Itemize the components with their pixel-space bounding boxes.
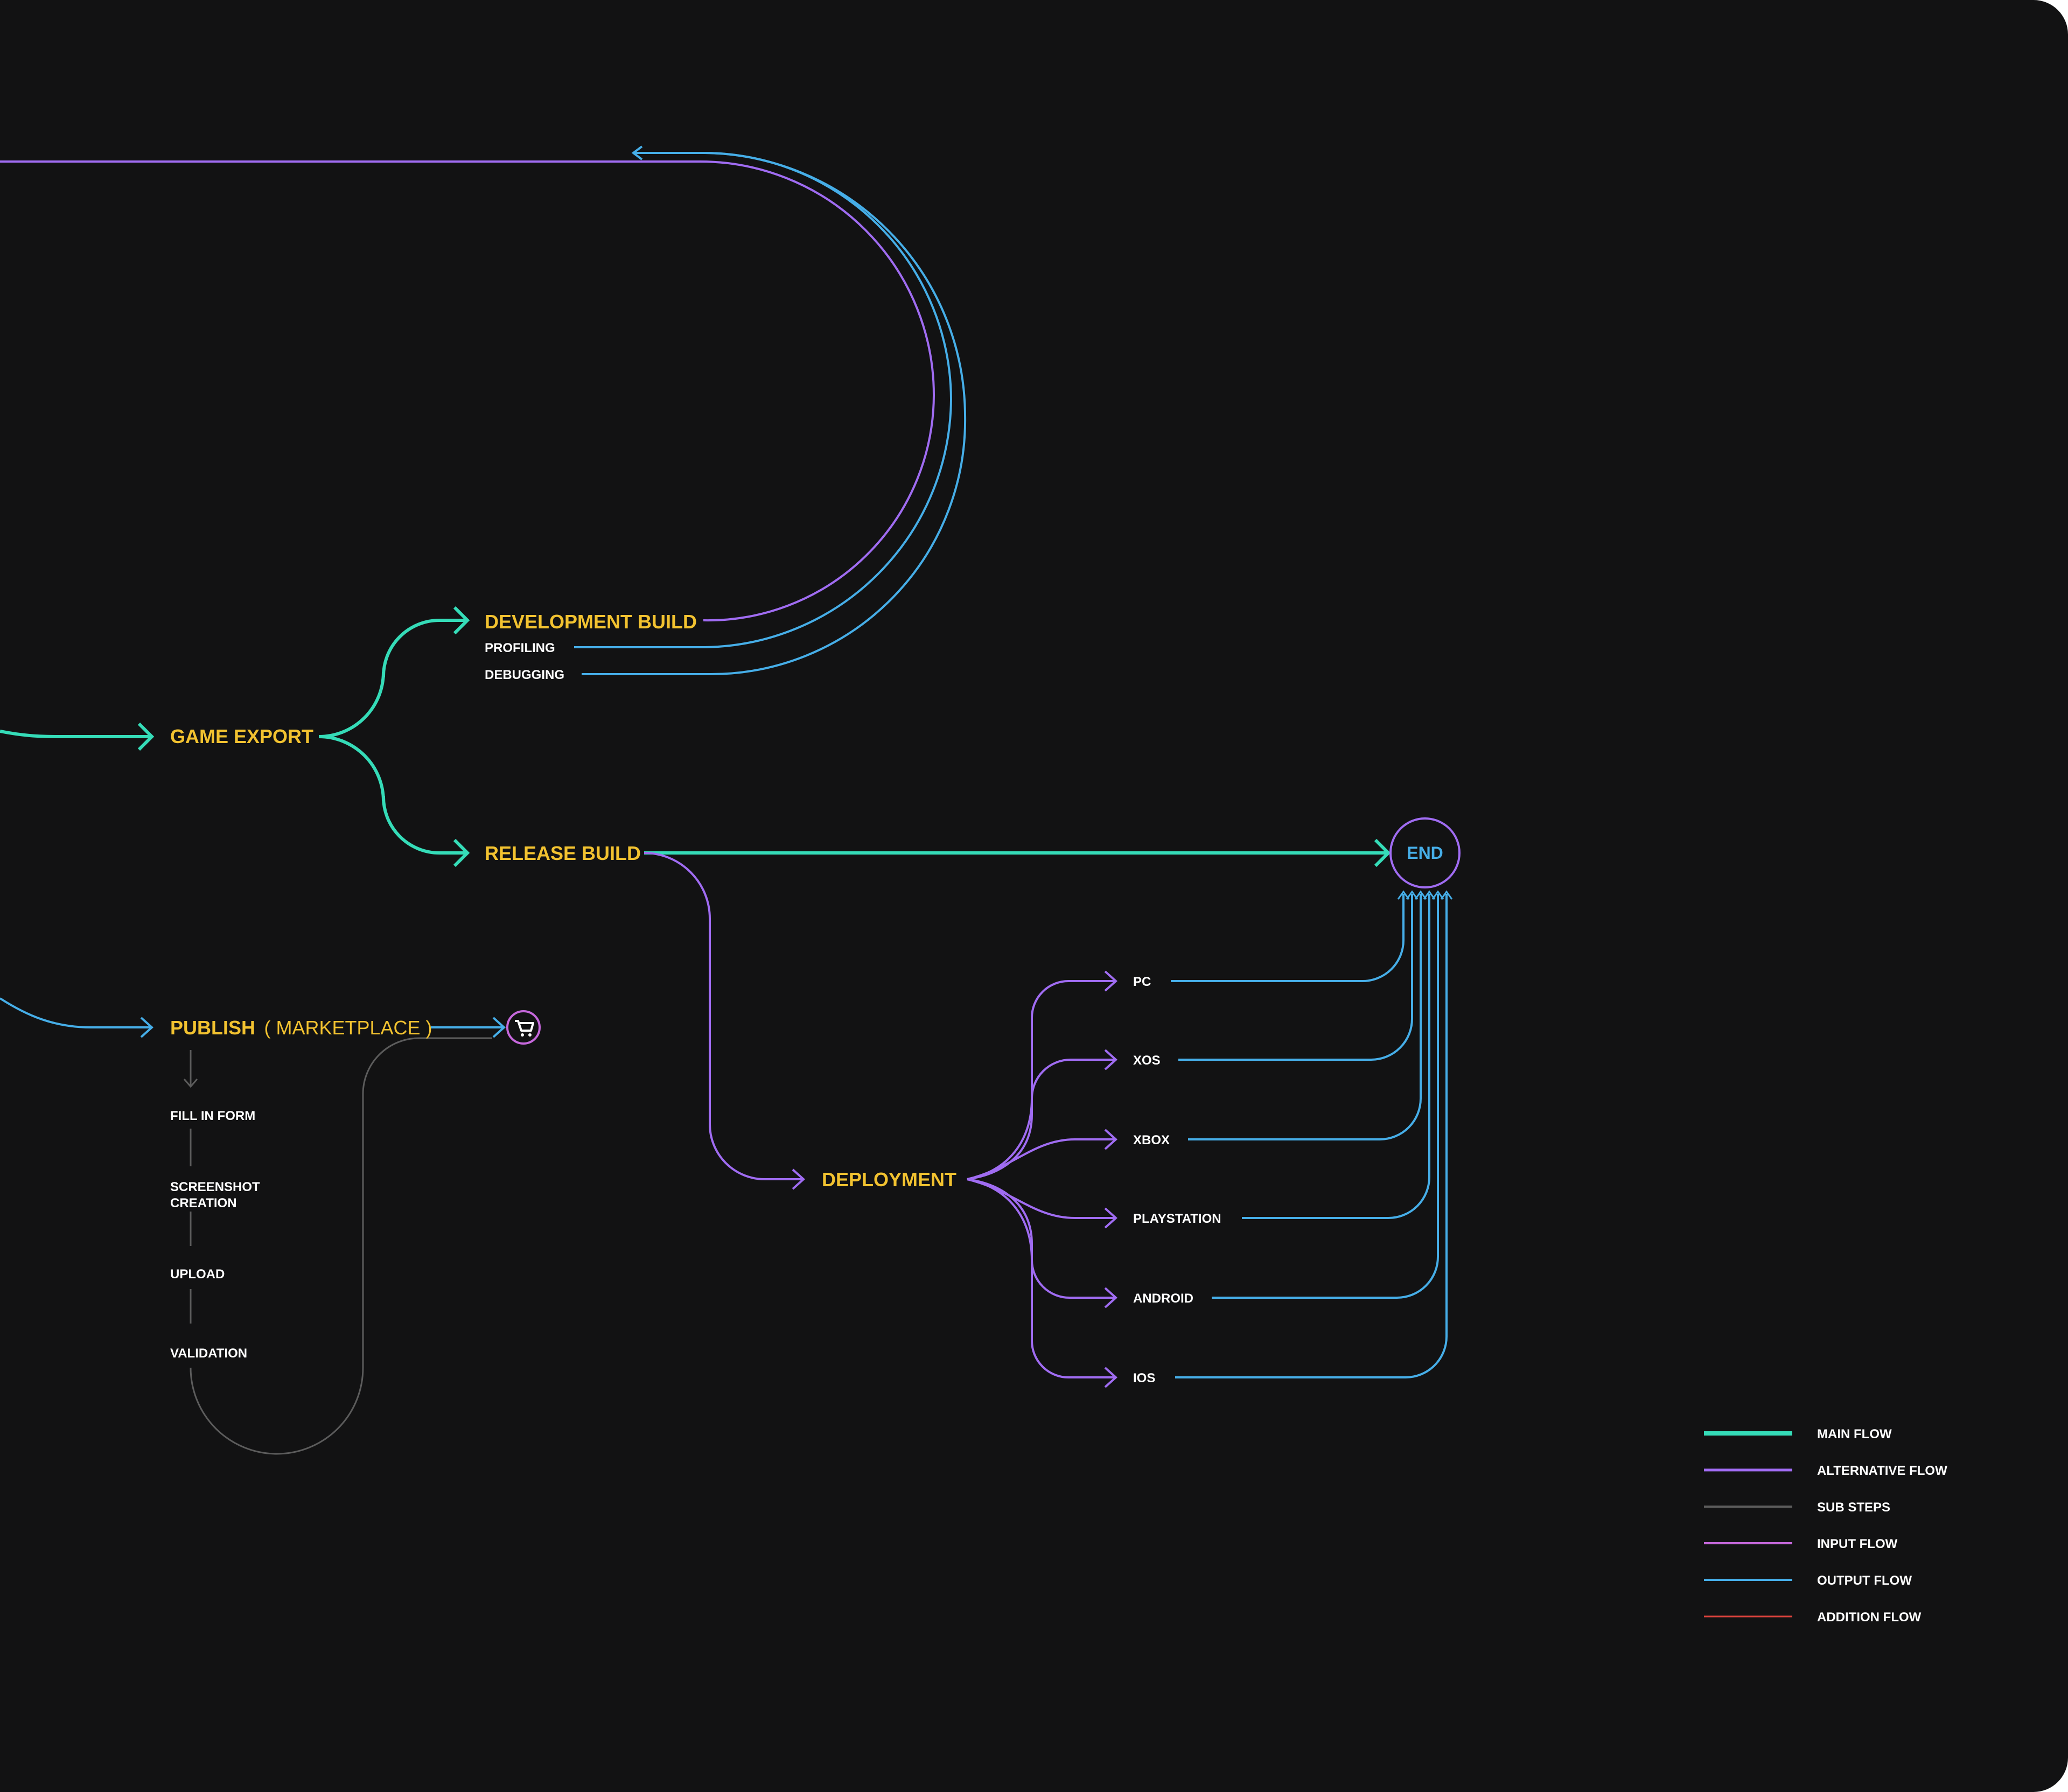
main-flow-arrow-end bbox=[1374, 838, 1391, 867]
legend: MAIN FLOW ALTERNATIVE FLOW SUB STEPS INP… bbox=[1704, 1427, 1947, 1625]
cart-icon-wheel-left bbox=[521, 1033, 524, 1037]
platform-ios: IOS bbox=[1133, 1371, 1155, 1385]
alt-flow-arrow-deployment bbox=[792, 1168, 805, 1190]
alt-flow-release-to-deployment bbox=[644, 852, 802, 1180]
end-node-ring bbox=[1389, 817, 1461, 888]
output-flow-android-to-end bbox=[1212, 894, 1439, 1299]
alt-flow-to-pc bbox=[967, 980, 1115, 1180]
node-game-export: GAME EXPORT bbox=[170, 725, 313, 747]
main-flow-to-release-build bbox=[318, 735, 466, 855]
alt-flow-to-xbox bbox=[967, 1138, 1115, 1180]
substep-fill-in-form: FILL IN FORM bbox=[170, 1109, 255, 1123]
cart-icon-glyph bbox=[515, 1020, 534, 1032]
platform-playstation: PLAYSTATION bbox=[1133, 1212, 1221, 1226]
alt-flow-loop bbox=[0, 160, 935, 622]
output-flow-xos-to-end bbox=[1178, 894, 1413, 1061]
alt-flow-to-ios bbox=[967, 1178, 1115, 1378]
node-publish-label: PUBLISH bbox=[170, 1017, 255, 1039]
substep-debugging: DEBUGGING bbox=[485, 668, 564, 682]
legend-label-sub-steps: SUB STEPS bbox=[1817, 1500, 1890, 1515]
substep-profiling: PROFILING bbox=[485, 641, 555, 655]
substep-creation: CREATION bbox=[170, 1196, 237, 1210]
cart-icon-wheel-right bbox=[528, 1033, 532, 1037]
cart-icon[interactable] bbox=[506, 1010, 541, 1045]
output-flow-ios-to-end bbox=[1175, 894, 1448, 1378]
main-flow-arrow-game-export bbox=[137, 722, 155, 751]
platform-android: ANDROID bbox=[1133, 1291, 1193, 1306]
node-development-build: DEVELOPMENT BUILD bbox=[485, 611, 697, 633]
node-publish: PUBLISH ( MARKETPLACE ) bbox=[170, 1017, 432, 1039]
substep-screenshot: SCREENSHOT bbox=[170, 1180, 260, 1194]
legend-label-input-flow: INPUT FLOW bbox=[1817, 1537, 1898, 1551]
substep-validation: VALIDATION bbox=[170, 1346, 247, 1361]
legend-label-addition-flow: ADDITION FLOW bbox=[1817, 1610, 1922, 1625]
cart-icon-ring bbox=[506, 1010, 541, 1045]
end-node-label: END bbox=[1407, 843, 1443, 863]
output-flow-pc-to-end bbox=[1171, 894, 1405, 982]
main-flow-arrow-development-build bbox=[453, 606, 470, 635]
output-flow-xbox-to-end bbox=[1188, 894, 1422, 1140]
legend-label-main-flow: MAIN FLOW bbox=[1817, 1427, 1892, 1441]
output-flow-arrow-publish bbox=[140, 1017, 153, 1038]
node-deployment: DEPLOYMENT bbox=[822, 1168, 956, 1191]
output-flow-end-arrows bbox=[1397, 890, 1453, 900]
main-flow-arrow-release-build bbox=[453, 838, 470, 867]
substep-upload: UPLOAD bbox=[170, 1267, 225, 1282]
node-publish-marketplace: ( MARKETPLACE ) bbox=[264, 1017, 432, 1039]
legend-label-output-flow: OUTPUT FLOW bbox=[1817, 1573, 1912, 1588]
platform-xos: XOS bbox=[1133, 1053, 1161, 1068]
output-flow-into-publish bbox=[0, 997, 151, 1028]
platform-xbox: XBOX bbox=[1133, 1133, 1170, 1147]
output-flow-loop-arrow bbox=[631, 145, 643, 160]
output-flow-arrow-marketplace bbox=[492, 1017, 506, 1038]
alt-flow-platform-arrows bbox=[1104, 970, 1117, 1388]
legend-label-alternative-flow: ALTERNATIVE FLOW bbox=[1817, 1464, 1947, 1478]
output-flow-playstation-to-end bbox=[1242, 894, 1430, 1219]
end-node: END bbox=[1389, 817, 1461, 888]
alt-flow-to-xos bbox=[967, 1059, 1115, 1180]
main-flow-to-development-build bbox=[318, 619, 466, 738]
platform-pc: PC bbox=[1133, 975, 1151, 989]
sub-steps-lines bbox=[183, 1037, 492, 1455]
main-flow-into-game-export bbox=[0, 730, 151, 738]
node-release-build: RELEASE BUILD bbox=[485, 842, 641, 864]
output-flow-loop-debugging bbox=[582, 152, 967, 675]
